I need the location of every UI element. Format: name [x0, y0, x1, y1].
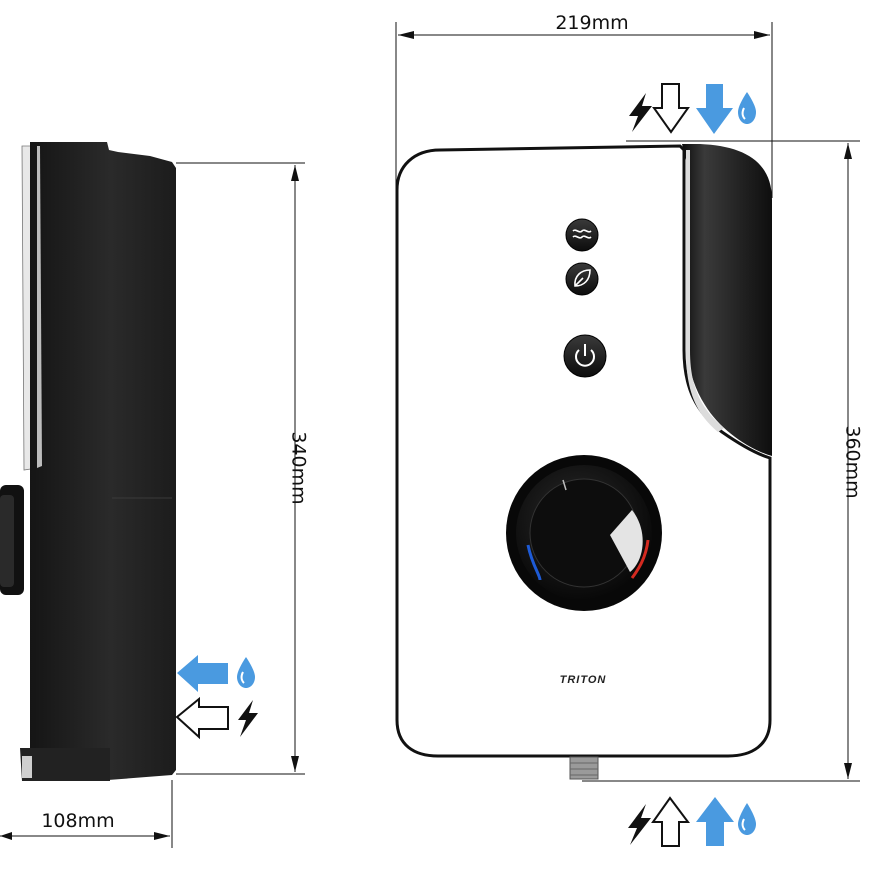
side-water-inlet [177, 655, 255, 692]
bottom-lightning-bolt-icon [628, 804, 651, 845]
flow-button[interactable] [565, 218, 599, 252]
water-inlet-fitting [569, 756, 599, 780]
top-lightning-bolt-icon [629, 93, 652, 132]
wave-icon [572, 229, 592, 239]
depth-label: 108mm [41, 810, 114, 832]
top-water-drop-icon [738, 92, 756, 124]
bottom-water-drop-icon [738, 803, 756, 835]
side-power-inlet [175, 696, 258, 740]
side-power-arrow-icon [175, 696, 229, 740]
top-power-arrow-icon [652, 83, 690, 134]
power-icon [575, 344, 595, 367]
side-height-dimension: 340mm [176, 162, 310, 775]
top-water-arrow-icon [696, 84, 733, 134]
leaf-icon [574, 269, 591, 287]
side-view: 340mm 108mm [0, 142, 310, 848]
side-lightning-bolt-icon [238, 700, 258, 737]
front-height-label: 360mm [842, 425, 864, 498]
depth-dimension: 108mm [0, 780, 173, 848]
side-panel [682, 144, 772, 456]
side-water-arrow-icon [177, 655, 228, 692]
front-view: TRITON [395, 12, 864, 847]
bottom-water-arrow-icon [696, 797, 734, 846]
bottom-inlet-icons [628, 796, 756, 847]
brand-logo: TRITON [560, 674, 607, 686]
width-label: 219mm [555, 12, 628, 34]
eco-button[interactable] [565, 262, 599, 296]
top-inlet-icons [629, 83, 756, 134]
bottom-power-arrow-icon [651, 796, 690, 847]
width-dimension: 219mm [395, 12, 773, 198]
front-height-dimension: 360mm [582, 140, 864, 782]
temperature-dial[interactable] [506, 455, 662, 611]
side-water-drop-icon [237, 657, 255, 688]
side-height-label: 340mm [288, 431, 310, 504]
power-button[interactable] [563, 334, 607, 378]
